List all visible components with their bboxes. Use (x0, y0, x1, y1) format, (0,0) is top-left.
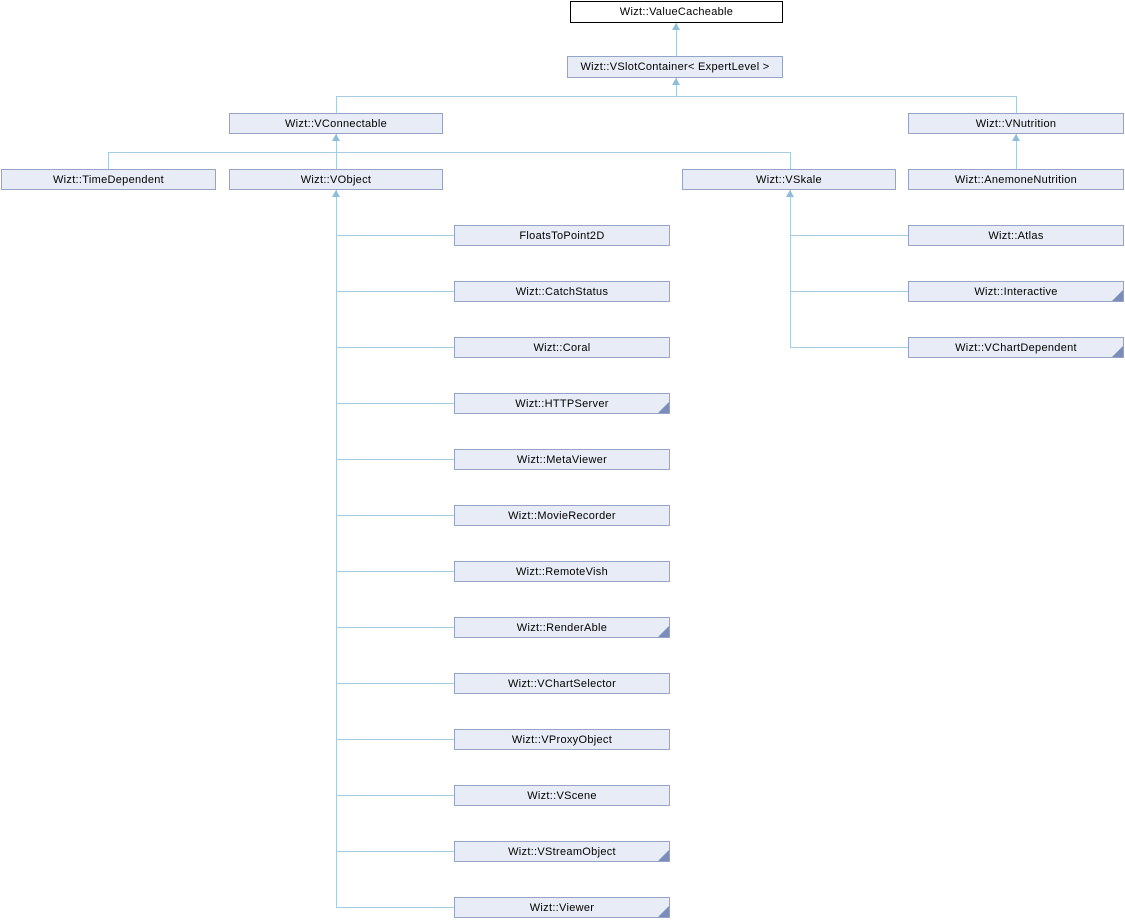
edge-line-vertical (336, 96, 337, 113)
edge-line-vertical (676, 78, 677, 96)
class-node-label: Wizt::AnemoneNutrition (954, 173, 1078, 186)
truncated-corner-icon (1112, 290, 1123, 301)
class-node-floats-to-point2d[interactable]: FloatsToPoint2D (454, 225, 670, 246)
edge-line-horizontal (336, 403, 454, 404)
edge-line-horizontal (336, 571, 454, 572)
class-node-vstream-object[interactable]: Wizt::VStreamObject (454, 841, 670, 862)
edge-line-horizontal (336, 627, 454, 628)
class-node-label: Wizt::Atlas (988, 229, 1044, 242)
class-node-label: Wizt::VObject (300, 173, 372, 186)
edge-line-horizontal (336, 851, 454, 852)
edge-line-horizontal (336, 795, 454, 796)
edge-line-horizontal (336, 291, 454, 292)
truncated-corner-icon (658, 626, 669, 637)
class-node-label: Wizt::VChartSelector (507, 677, 617, 690)
edge-line-horizontal (336, 683, 454, 684)
class-node-http-server[interactable]: Wizt::HTTPServer (454, 393, 670, 414)
inheritance-arrowhead-icon (786, 190, 794, 197)
class-node-label: Wizt::CatchStatus (515, 285, 609, 298)
class-node-vnutrition[interactable]: Wizt::VNutrition (908, 113, 1124, 134)
class-node-label: Wizt::VProxyObject (511, 733, 613, 746)
class-node-interactive[interactable]: Wizt::Interactive (908, 281, 1124, 302)
class-node-movie-recorder[interactable]: Wizt::MovieRecorder (454, 505, 670, 526)
inheritance-arrowhead-icon (332, 190, 340, 197)
class-node-atlas[interactable]: Wizt::Atlas (908, 225, 1124, 246)
class-node-vskale[interactable]: Wizt::VSkale (682, 169, 896, 190)
truncated-corner-icon (658, 402, 669, 413)
edge-line-horizontal (336, 459, 454, 460)
inheritance-arrowhead-icon (1012, 134, 1020, 141)
edge-line-vertical (790, 152, 791, 169)
class-node-anemone-nutrition[interactable]: Wizt::AnemoneNutrition (908, 169, 1124, 190)
edge-line-vertical (336, 190, 337, 908)
class-node-label: Wizt::HTTPServer (515, 397, 609, 410)
class-node-label: FloatsToPoint2D (519, 229, 605, 242)
edge-line-vertical (336, 152, 337, 169)
truncated-corner-icon (658, 850, 669, 861)
class-node-vchart-dependent[interactable]: Wizt::VChartDependent (908, 337, 1124, 358)
class-node-label: Wizt::Viewer (529, 901, 595, 914)
class-node-meta-viewer[interactable]: Wizt::MetaViewer (454, 449, 670, 470)
class-node-label: Wizt::ValueCacheable (619, 6, 734, 18)
class-node-label: Wizt::RemoteVish (515, 565, 608, 578)
class-node-vslot-container[interactable]: Wizt::VSlotContainer< ExpertLevel > (567, 56, 783, 78)
class-node-vconnectable[interactable]: Wizt::VConnectable (229, 113, 443, 134)
class-node-vscene[interactable]: Wizt::VScene (454, 785, 670, 806)
class-node-label: Wizt::VSlotContainer< ExpertLevel > (580, 61, 770, 73)
edge-line-vertical (1016, 134, 1017, 169)
class-node-label: Wizt::MetaViewer (516, 453, 608, 466)
class-node-catch-status[interactable]: Wizt::CatchStatus (454, 281, 670, 302)
class-node-label: Wizt::RenderAble (516, 621, 608, 634)
inheritance-arrowhead-icon (332, 134, 340, 141)
inheritance-arrowhead-icon (672, 23, 680, 30)
class-node-label: Wizt::TimeDependent (52, 173, 165, 186)
edge-line-horizontal (108, 152, 791, 153)
class-node-render-able[interactable]: Wizt::RenderAble (454, 617, 670, 638)
edge-line-vertical (676, 23, 677, 56)
edge-line-horizontal (336, 907, 454, 908)
edge-line-vertical (790, 190, 791, 348)
edge-line-horizontal (336, 515, 454, 516)
class-node-coral[interactable]: Wizt::Coral (454, 337, 670, 358)
edge-line-vertical (1016, 96, 1017, 113)
truncated-corner-icon (1112, 346, 1123, 357)
class-node-time-dependent[interactable]: Wizt::TimeDependent (1, 169, 216, 190)
class-node-label: Wizt::VSkale (756, 173, 822, 186)
class-node-label: Wizt::VConnectable (285, 117, 387, 130)
class-node-viewer[interactable]: Wizt::Viewer (454, 897, 670, 918)
class-node-label: Wizt::MovieRecorder (508, 509, 616, 522)
edge-line-horizontal (790, 235, 908, 236)
truncated-corner-icon (658, 906, 669, 917)
class-node-label: Wizt::VStreamObject (508, 845, 616, 858)
edge-line-horizontal (790, 347, 908, 348)
class-node-vproxy-object[interactable]: Wizt::VProxyObject (454, 729, 670, 750)
class-node-vobject[interactable]: Wizt::VObject (229, 169, 443, 190)
class-node-label: Wizt::VNutrition (975, 117, 1057, 130)
edge-line-horizontal (790, 291, 908, 292)
edge-line-horizontal (336, 347, 454, 348)
class-node-label: Wizt::Coral (533, 341, 591, 354)
edge-line-horizontal (336, 739, 454, 740)
class-node-vchart-selector[interactable]: Wizt::VChartSelector (454, 673, 670, 694)
class-node-label: Wizt::Interactive (974, 285, 1058, 298)
edge-line-horizontal (336, 235, 454, 236)
inheritance-arrowhead-icon (672, 78, 680, 85)
edge-line-horizontal (336, 96, 1017, 97)
class-node-label: Wizt::VChartDependent (955, 341, 1077, 354)
class-node-remote-vish[interactable]: Wizt::RemoteVish (454, 561, 670, 582)
class-node-label: Wizt::VScene (527, 789, 597, 802)
edge-line-vertical (336, 134, 337, 152)
class-node-value-cacheable[interactable]: Wizt::ValueCacheable (570, 1, 783, 23)
edge-line-vertical (108, 152, 109, 169)
